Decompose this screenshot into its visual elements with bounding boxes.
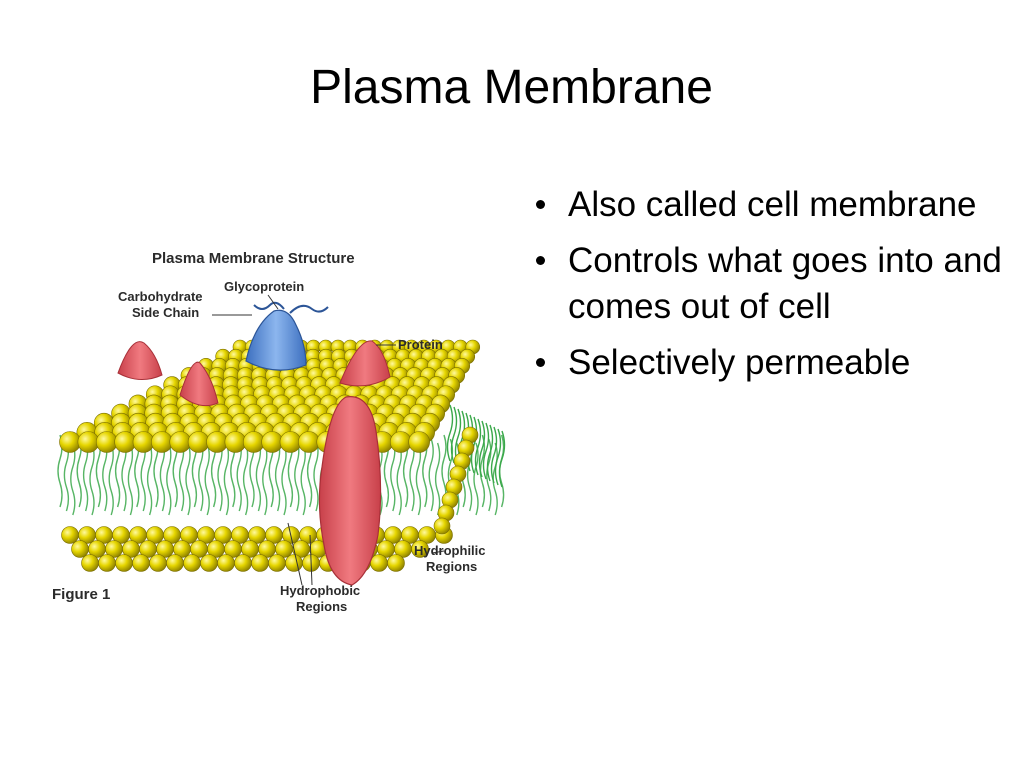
bullet-item: Controls what goes into and comes out of… — [532, 238, 1002, 330]
protein-channel — [318, 396, 382, 586]
bullet-item: Also called cell membrane — [532, 182, 1002, 228]
label-protein: Protein — [398, 337, 443, 352]
bullet-item: Selectively permeable — [532, 340, 1002, 386]
carbohydrate-chain — [253, 301, 329, 314]
glycoprotein-shape — [245, 309, 307, 371]
bullet-list: Also called cell membrane Controls what … — [532, 182, 1002, 396]
bullet-dot-icon — [536, 256, 545, 265]
membrane-proteins — [117, 301, 391, 586]
protein-left — [117, 341, 163, 380]
leader-lines — [212, 294, 445, 586]
figure-heading: Plasma Membrane Structure — [152, 250, 355, 267]
label-glycoprotein: Glycoprotein — [224, 279, 304, 294]
bullet-text: Selectively permeable — [568, 343, 911, 382]
label-hydrophobic-2: Regions — [296, 599, 347, 614]
slide-title: Plasma Membrane — [310, 61, 713, 114]
label-carbohydrate-1: Carbohydrate — [118, 289, 203, 304]
membrane-figure: Plasma Membrane Structure Carbohydrate — [40, 235, 510, 625]
protein-middle — [179, 361, 219, 407]
label-hydrophilic-2: Regions — [426, 559, 477, 574]
bullet-text: Controls what goes into and comes out of… — [568, 241, 1002, 326]
label-hydrophobic-1: Hydrophobic — [280, 583, 360, 598]
bullet-text: Also called cell membrane — [568, 185, 977, 224]
membrane-diagram: Plasma Membrane Structure Carbohydrate — [52, 250, 506, 614]
bullet-dot-icon — [536, 358, 545, 367]
protein-right-top — [339, 340, 391, 387]
figure-caption: Figure 1 — [52, 586, 110, 603]
label-carbohydrate-2: Side Chain — [132, 305, 199, 320]
label-hydrophilic-1: Hydrophilic — [414, 543, 486, 558]
bullet-dot-icon — [536, 200, 545, 209]
